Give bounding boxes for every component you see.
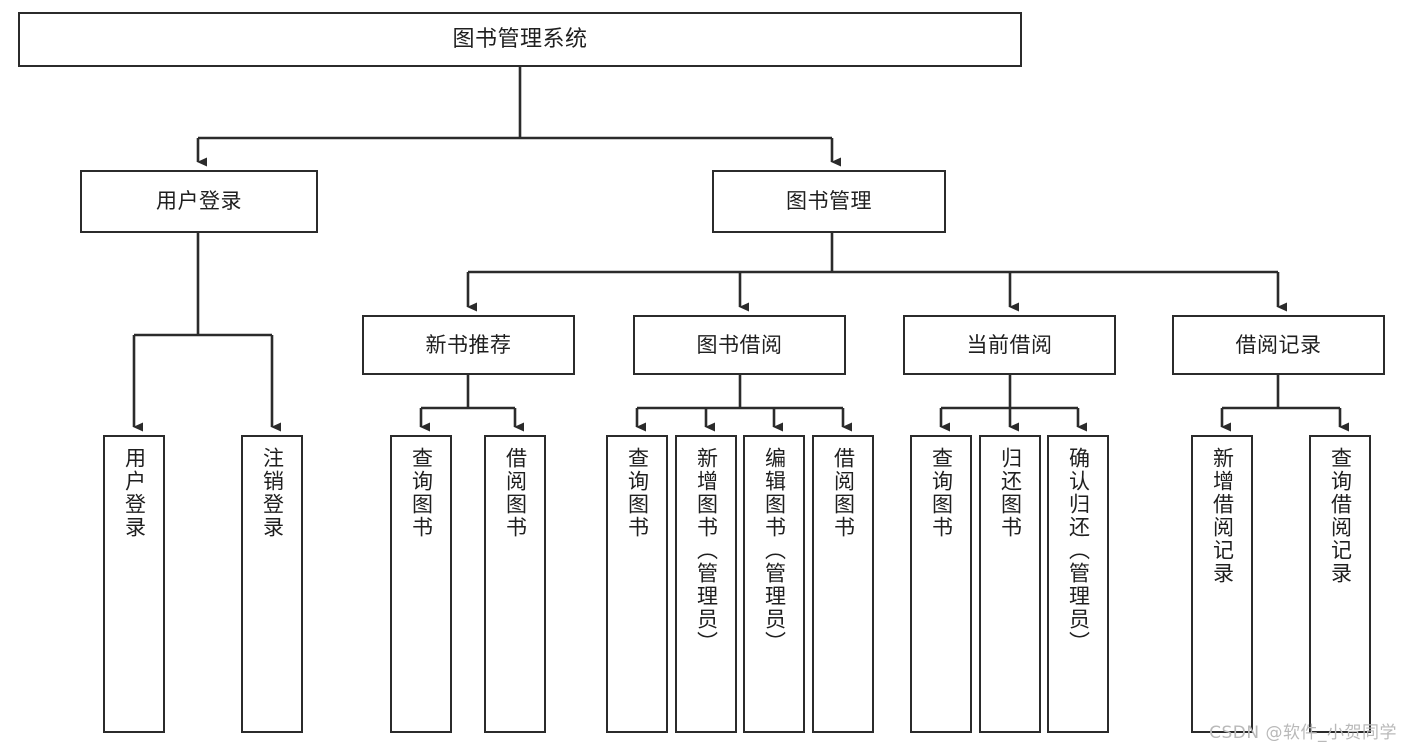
node-label: 确认归还（管理员） — [1066, 447, 1091, 654]
node-label: 新书推荐 — [425, 332, 512, 357]
node-label: 图书管理 — [786, 189, 872, 214]
node-label: 查询图书 — [625, 447, 650, 539]
node-borrow-record[interactable]: 借阅记录 — [1172, 315, 1385, 375]
node-root-book-management-system[interactable]: 图书管理系统 — [18, 12, 1022, 67]
node-label: 图书管理系统 — [452, 26, 588, 52]
leaf-borrow-record-query-record[interactable]: 查询借阅记录 — [1309, 435, 1371, 733]
node-label: 当前借阅 — [966, 332, 1053, 357]
leaf-book-borrow-add-book-admin[interactable]: 新增图书（管理员） — [675, 435, 737, 733]
node-label: 借阅记录 — [1235, 332, 1322, 357]
node-new-book-recommend[interactable]: 新书推荐 — [362, 315, 575, 375]
leaf-book-borrow-edit-book-admin[interactable]: 编辑图书（管理员） — [743, 435, 805, 733]
node-label: 编辑图书（管理员） — [762, 447, 787, 654]
node-book-borrow[interactable]: 图书借阅 — [633, 315, 846, 375]
node-label: 查询借阅记录 — [1328, 447, 1353, 585]
node-user-login[interactable]: 用户登录 — [80, 170, 318, 233]
leaf-new-book-query-book[interactable]: 查询图书 — [390, 435, 452, 733]
node-label: 用户登录 — [122, 447, 147, 539]
leaf-book-borrow-borrow-book[interactable]: 借阅图书 — [812, 435, 874, 733]
leaf-current-borrow-confirm-return-admin[interactable]: 确认归还（管理员） — [1047, 435, 1109, 733]
node-label: 用户登录 — [156, 189, 242, 214]
node-label: 归还图书 — [998, 447, 1023, 539]
leaf-user-login-logout[interactable]: 注销登录 — [241, 435, 303, 733]
node-label: 注销登录 — [260, 447, 285, 539]
leaf-new-book-borrow-book[interactable]: 借阅图书 — [484, 435, 546, 733]
leaf-borrow-record-add-record[interactable]: 新增借阅记录 — [1191, 435, 1253, 733]
node-label: 新增图书（管理员） — [694, 447, 719, 654]
node-book-management[interactable]: 图书管理 — [712, 170, 946, 233]
leaf-user-login-login[interactable]: 用户登录 — [103, 435, 165, 733]
leaf-current-borrow-query-book[interactable]: 查询图书 — [910, 435, 972, 733]
node-label: 查询图书 — [409, 447, 434, 539]
leaf-book-borrow-query-book[interactable]: 查询图书 — [606, 435, 668, 733]
node-current-borrow[interactable]: 当前借阅 — [903, 315, 1116, 375]
node-label: 查询图书 — [929, 447, 954, 539]
leaf-current-borrow-return-book[interactable]: 归还图书 — [979, 435, 1041, 733]
node-label: 新增借阅记录 — [1210, 447, 1235, 585]
node-label: 借阅图书 — [503, 447, 528, 539]
csdn-watermark: CSDN @软件_小贺同学 — [1209, 723, 1397, 743]
node-label: 借阅图书 — [831, 447, 856, 539]
node-label: 图书借阅 — [696, 332, 783, 357]
